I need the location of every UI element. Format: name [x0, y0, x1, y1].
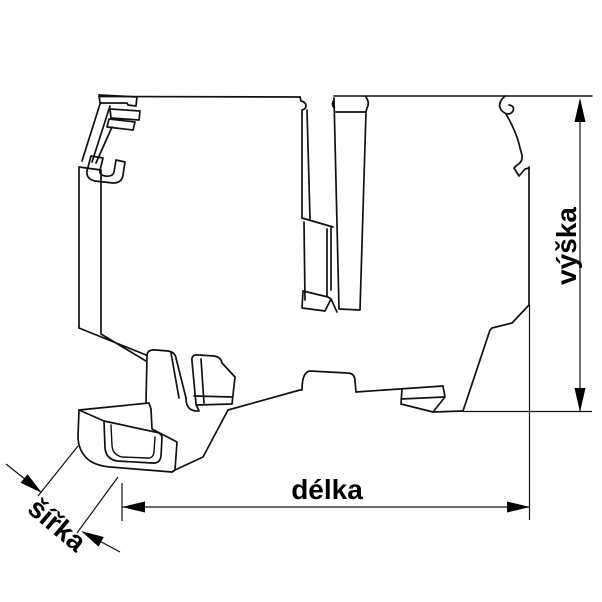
foot-face [77, 408, 178, 473]
delka-label: délka [291, 474, 363, 505]
housing-bottom-contour [227, 370, 444, 411]
vyska-dimension: výška [463, 98, 592, 413]
slot-left-divider [301, 109, 311, 220]
vyska-arrow-up-icon [574, 98, 586, 122]
housing-left-edge [78, 166, 102, 334]
clamp-yoke [301, 217, 334, 301]
foot-channel-depth [110, 424, 156, 459]
housing-left-slant [78, 327, 147, 362]
latch-top-tab [98, 94, 138, 107]
sirka-arrow-upper-icon [20, 474, 42, 493]
vyska-label: výška [551, 207, 582, 285]
slot-right-column [331, 96, 370, 311]
foot-right-slant [171, 409, 229, 473]
slot-left-cap [299, 96, 307, 114]
sirka-arrow-lower-icon [81, 531, 104, 547]
delka-arrow-left-icon [122, 501, 145, 513]
sirka-extension-upper [37, 445, 79, 497]
housing-outline [78, 95, 593, 413]
latch-arm [81, 103, 113, 164]
sirka-extension-lower [76, 476, 119, 534]
housing-right-slant [462, 304, 530, 412]
clamp-blade [301, 290, 338, 313]
sirka-label: šířka [22, 492, 92, 558]
delka-arrow-right-icon [507, 501, 530, 513]
foot-tab-arc [185, 397, 200, 412]
foot-rim [78, 402, 152, 422]
foot-channel [103, 420, 163, 464]
screw-clamp-slot [299, 96, 370, 313]
delka-dimension: délka [121, 305, 531, 521]
mounting-foot [77, 349, 236, 473]
foot-tab-right [191, 354, 236, 406]
latch-teeth [106, 108, 141, 131]
vyska-arrow-down-icon [574, 388, 586, 412]
latch-hook [86, 155, 126, 184]
release-latch [81, 94, 141, 184]
din-hook-profile [498, 95, 530, 177]
rail-foot-wedge [400, 385, 464, 413]
sirka-dimension: šířka [5, 445, 121, 558]
foot-tab-left [145, 349, 187, 403]
